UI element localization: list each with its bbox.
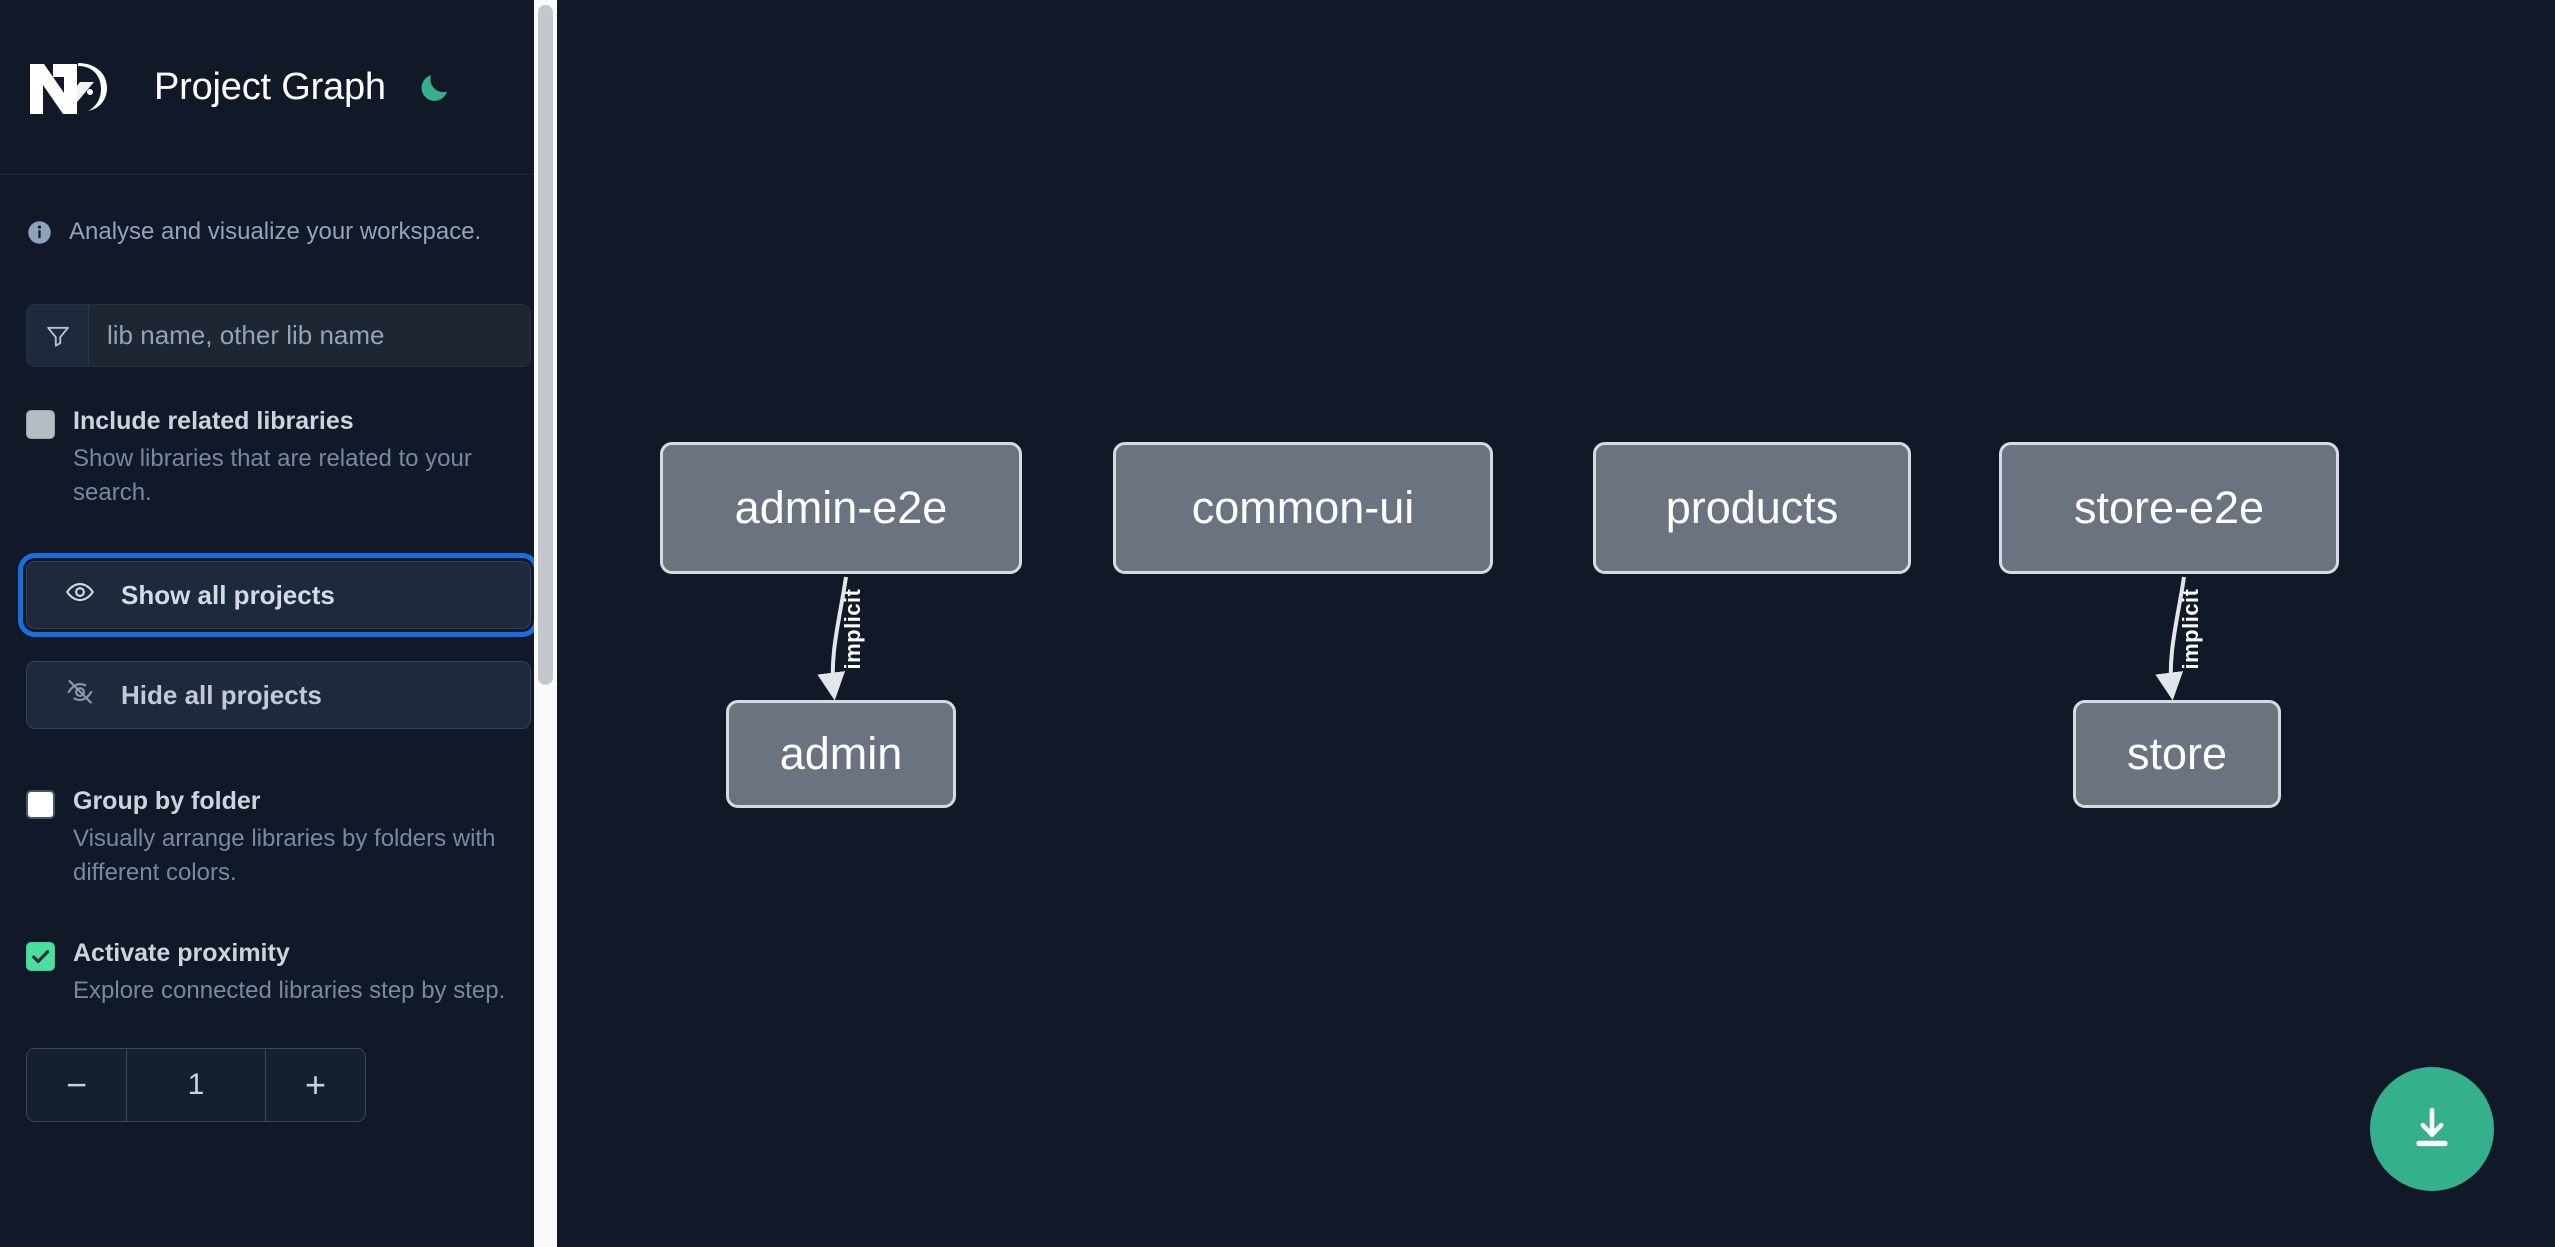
eye-off-icon — [65, 677, 95, 714]
eye-icon — [65, 577, 95, 614]
checkbox-include-related-libraries[interactable] — [26, 410, 55, 439]
option-description: Explore connected libraries step by step… — [73, 976, 506, 1004]
graph-node-label: store — [2126, 728, 2228, 779]
graph-node-label: common-ui — [1191, 482, 1415, 533]
graph-node-label: admin — [779, 728, 903, 779]
nx-logo-icon — [26, 56, 124, 118]
page-title: Project Graph — [154, 65, 386, 108]
moon-icon[interactable] — [414, 66, 456, 108]
download-graph-button[interactable] — [2370, 1067, 2494, 1191]
option-title: Group by folder — [73, 787, 261, 816]
show-all-projects-label: Show all projects — [121, 579, 335, 610]
graph-node-store[interactable]: store — [2073, 700, 2281, 808]
option-description: Visually arrange libraries by folders wi… — [73, 824, 496, 887]
graph-node-admin[interactable]: admin — [726, 700, 956, 808]
tagline-row: Analyse and visualize your workspace. — [26, 175, 531, 246]
graph-node-label: products — [1665, 482, 1839, 533]
stepper-increment-button[interactable]: + — [265, 1049, 365, 1122]
graph-node-common-ui[interactable]: common-ui — [1113, 442, 1493, 574]
search-input[interactable] — [89, 305, 530, 366]
show-all-projects-button[interactable]: Show all projects — [18, 553, 539, 638]
graph-node-store-e2e[interactable]: store-e2e — [1999, 442, 2339, 574]
option-include-related-libraries[interactable]: Include related libraries Show libraries… — [26, 405, 531, 511]
option-activate-proximity[interactable]: Activate proximity Explore connected lib… — [26, 937, 531, 1008]
graph-node-label: admin-e2e — [734, 482, 948, 533]
checkbox-group-by-folder[interactable] — [26, 790, 55, 820]
info-icon — [26, 219, 53, 246]
stepper-value: 1 — [127, 1049, 265, 1122]
hide-all-projects-button[interactable]: Hide all projects — [26, 661, 531, 730]
sidebar-body: Analyse and visualize your workspace. In… — [0, 175, 557, 1123]
sidebar: Project Graph Analyse and visualize your… — [0, 0, 557, 1247]
graph-node-admin-e2e[interactable]: admin-e2e — [660, 442, 1022, 574]
graph-node-products[interactable]: products — [1593, 442, 1911, 574]
sidebar-scrollbar-thumb[interactable] — [538, 5, 553, 685]
sidebar-scrollbar[interactable] — [534, 0, 557, 1247]
graph-canvas[interactable]: implicit implicit admin-e2e common-ui pr… — [557, 0, 2555, 1247]
graph-node-label: store-e2e — [2073, 482, 2265, 533]
download-icon — [2407, 1103, 2457, 1156]
funnel-icon[interactable] — [27, 305, 89, 366]
checkbox-activate-proximity[interactable] — [26, 942, 55, 972]
option-group-by-folder[interactable]: Group by folder Visually arrange librari… — [26, 785, 531, 891]
option-title: Include related libraries — [73, 407, 354, 435]
edge-label-implicit: implicit — [840, 588, 865, 670]
hide-all-projects-label: Hide all projects — [121, 679, 322, 710]
sidebar-header: Project Graph — [0, 0, 557, 175]
option-description: Show libraries that are related to your … — [73, 444, 472, 507]
proximity-stepper: − 1 + — [26, 1048, 366, 1123]
tagline-text: Analyse and visualize your workspace. — [69, 218, 482, 245]
filter-box — [26, 304, 531, 367]
edge-label-implicit: implicit — [2178, 588, 2203, 670]
stepper-decrement-button[interactable]: − — [27, 1049, 127, 1122]
option-title: Activate proximity — [73, 939, 290, 968]
